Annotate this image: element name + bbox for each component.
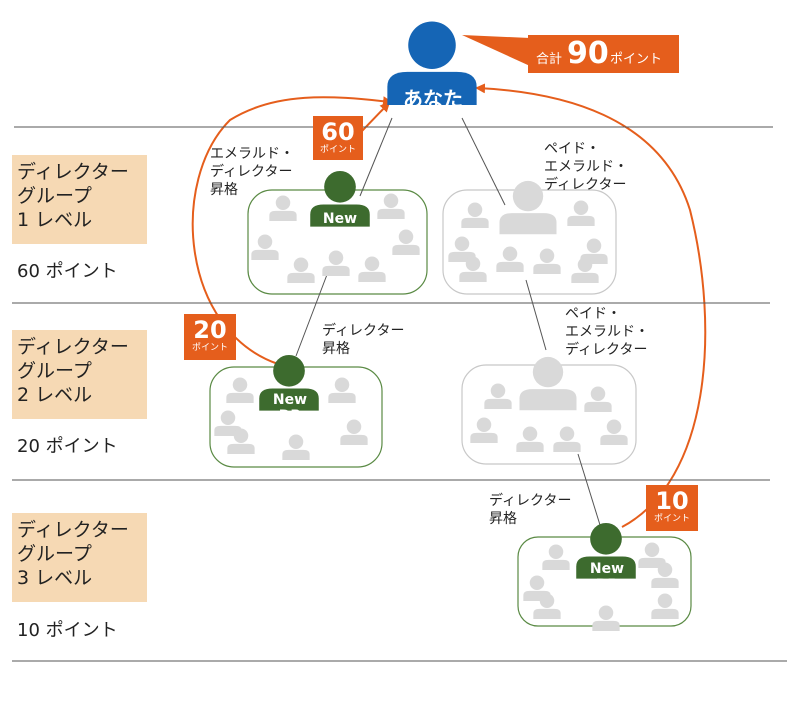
ghost-person-icon [251, 234, 279, 260]
ghost-person-icon [592, 605, 620, 631]
caption-paid-emerald-level2: ペイド・ エメラルド・ ディレクター [565, 306, 649, 358]
ghost-person-icon [584, 386, 612, 412]
points-badge-60: 60 ポイント [313, 116, 363, 160]
ghost-person-icon [340, 419, 368, 445]
new-dr-label-level3: New DR [589, 561, 625, 593]
ghost-person-icon [484, 383, 512, 409]
ghost-person-icon [542, 544, 570, 570]
person-icon [387, 21, 477, 105]
person-icon [310, 170, 370, 227]
caption-paid-emerald-level1: ペイド・ エメラルド・ ディレクター [544, 141, 628, 193]
ghost-person-icon [651, 593, 679, 619]
ghost-person-icon [533, 593, 561, 619]
connector-you-ed [359, 117, 393, 197]
ghost-person-icon [600, 419, 628, 445]
connector-paid-paid [525, 279, 547, 351]
person-icon [576, 522, 636, 579]
you-label: あなた [403, 87, 463, 111]
ghost-person-icon [567, 200, 595, 226]
ghost-person-icon [533, 248, 561, 274]
level-box-2: ディレクター グループ 2 レベル [12, 330, 147, 419]
total-number: 90 [567, 36, 609, 71]
ghost-person-icon [322, 250, 350, 276]
new-ed-label: New ED [322, 211, 358, 243]
ghost-person-icon [227, 428, 255, 454]
ghost-person-icon [638, 542, 666, 568]
ghost-person-icon [519, 356, 577, 411]
connector-ed-dr [295, 271, 329, 357]
ghost-person-icon [282, 434, 310, 460]
ghost-person-icon [377, 193, 405, 219]
level-box-1: ディレクター グループ 1 レベル [12, 155, 147, 244]
ghost-person-icon [553, 426, 581, 452]
ghost-person-icon [571, 257, 599, 283]
points-badge-10: 10 ポイント [646, 485, 698, 531]
new-dr-label-level2: New DR [272, 392, 308, 424]
caption-director-promotion-level2: ディレクター 昇格 [322, 323, 405, 357]
ghost-person-icon [459, 256, 487, 282]
ghost-person-icon [496, 246, 524, 272]
ghost-person-icon [328, 377, 356, 403]
caption-emerald-promotion: エメラルド・ ディレクター 昇格 [210, 146, 294, 198]
level-2-points: 20 ポイント [17, 436, 118, 457]
total-points-badge: 合計 90 ポイント [528, 35, 679, 73]
caption-director-promotion-level3: ディレクター 昇格 [489, 493, 572, 527]
ghost-person-icon [287, 257, 315, 283]
ghost-person-icon [499, 180, 557, 235]
ghost-person-icon [461, 202, 489, 228]
ghost-person-icon [651, 562, 679, 588]
ghost-person-icon [516, 426, 544, 452]
total-prefix: 合計 [536, 52, 563, 67]
ghost-person-icon [470, 417, 498, 443]
ghost-person-icon [226, 377, 254, 403]
ghost-person-icon [392, 229, 420, 255]
ghost-person-icon [358, 256, 386, 282]
total-suffix: ポイント [610, 52, 663, 67]
level-box-3: ディレクター グループ 3 レベル [12, 513, 147, 602]
connector-paid-dr [577, 453, 601, 526]
arrow-icon [475, 83, 707, 528]
ghost-person-icon [269, 195, 297, 221]
level-3-points: 10 ポイント [17, 620, 118, 641]
person-icon [259, 354, 319, 411]
points-badge-20: 20 ポイント [184, 314, 236, 360]
connector-you-paid [461, 117, 506, 206]
level-1-points: 60 ポイント [17, 261, 118, 282]
total-callout-pointer [462, 35, 530, 66]
